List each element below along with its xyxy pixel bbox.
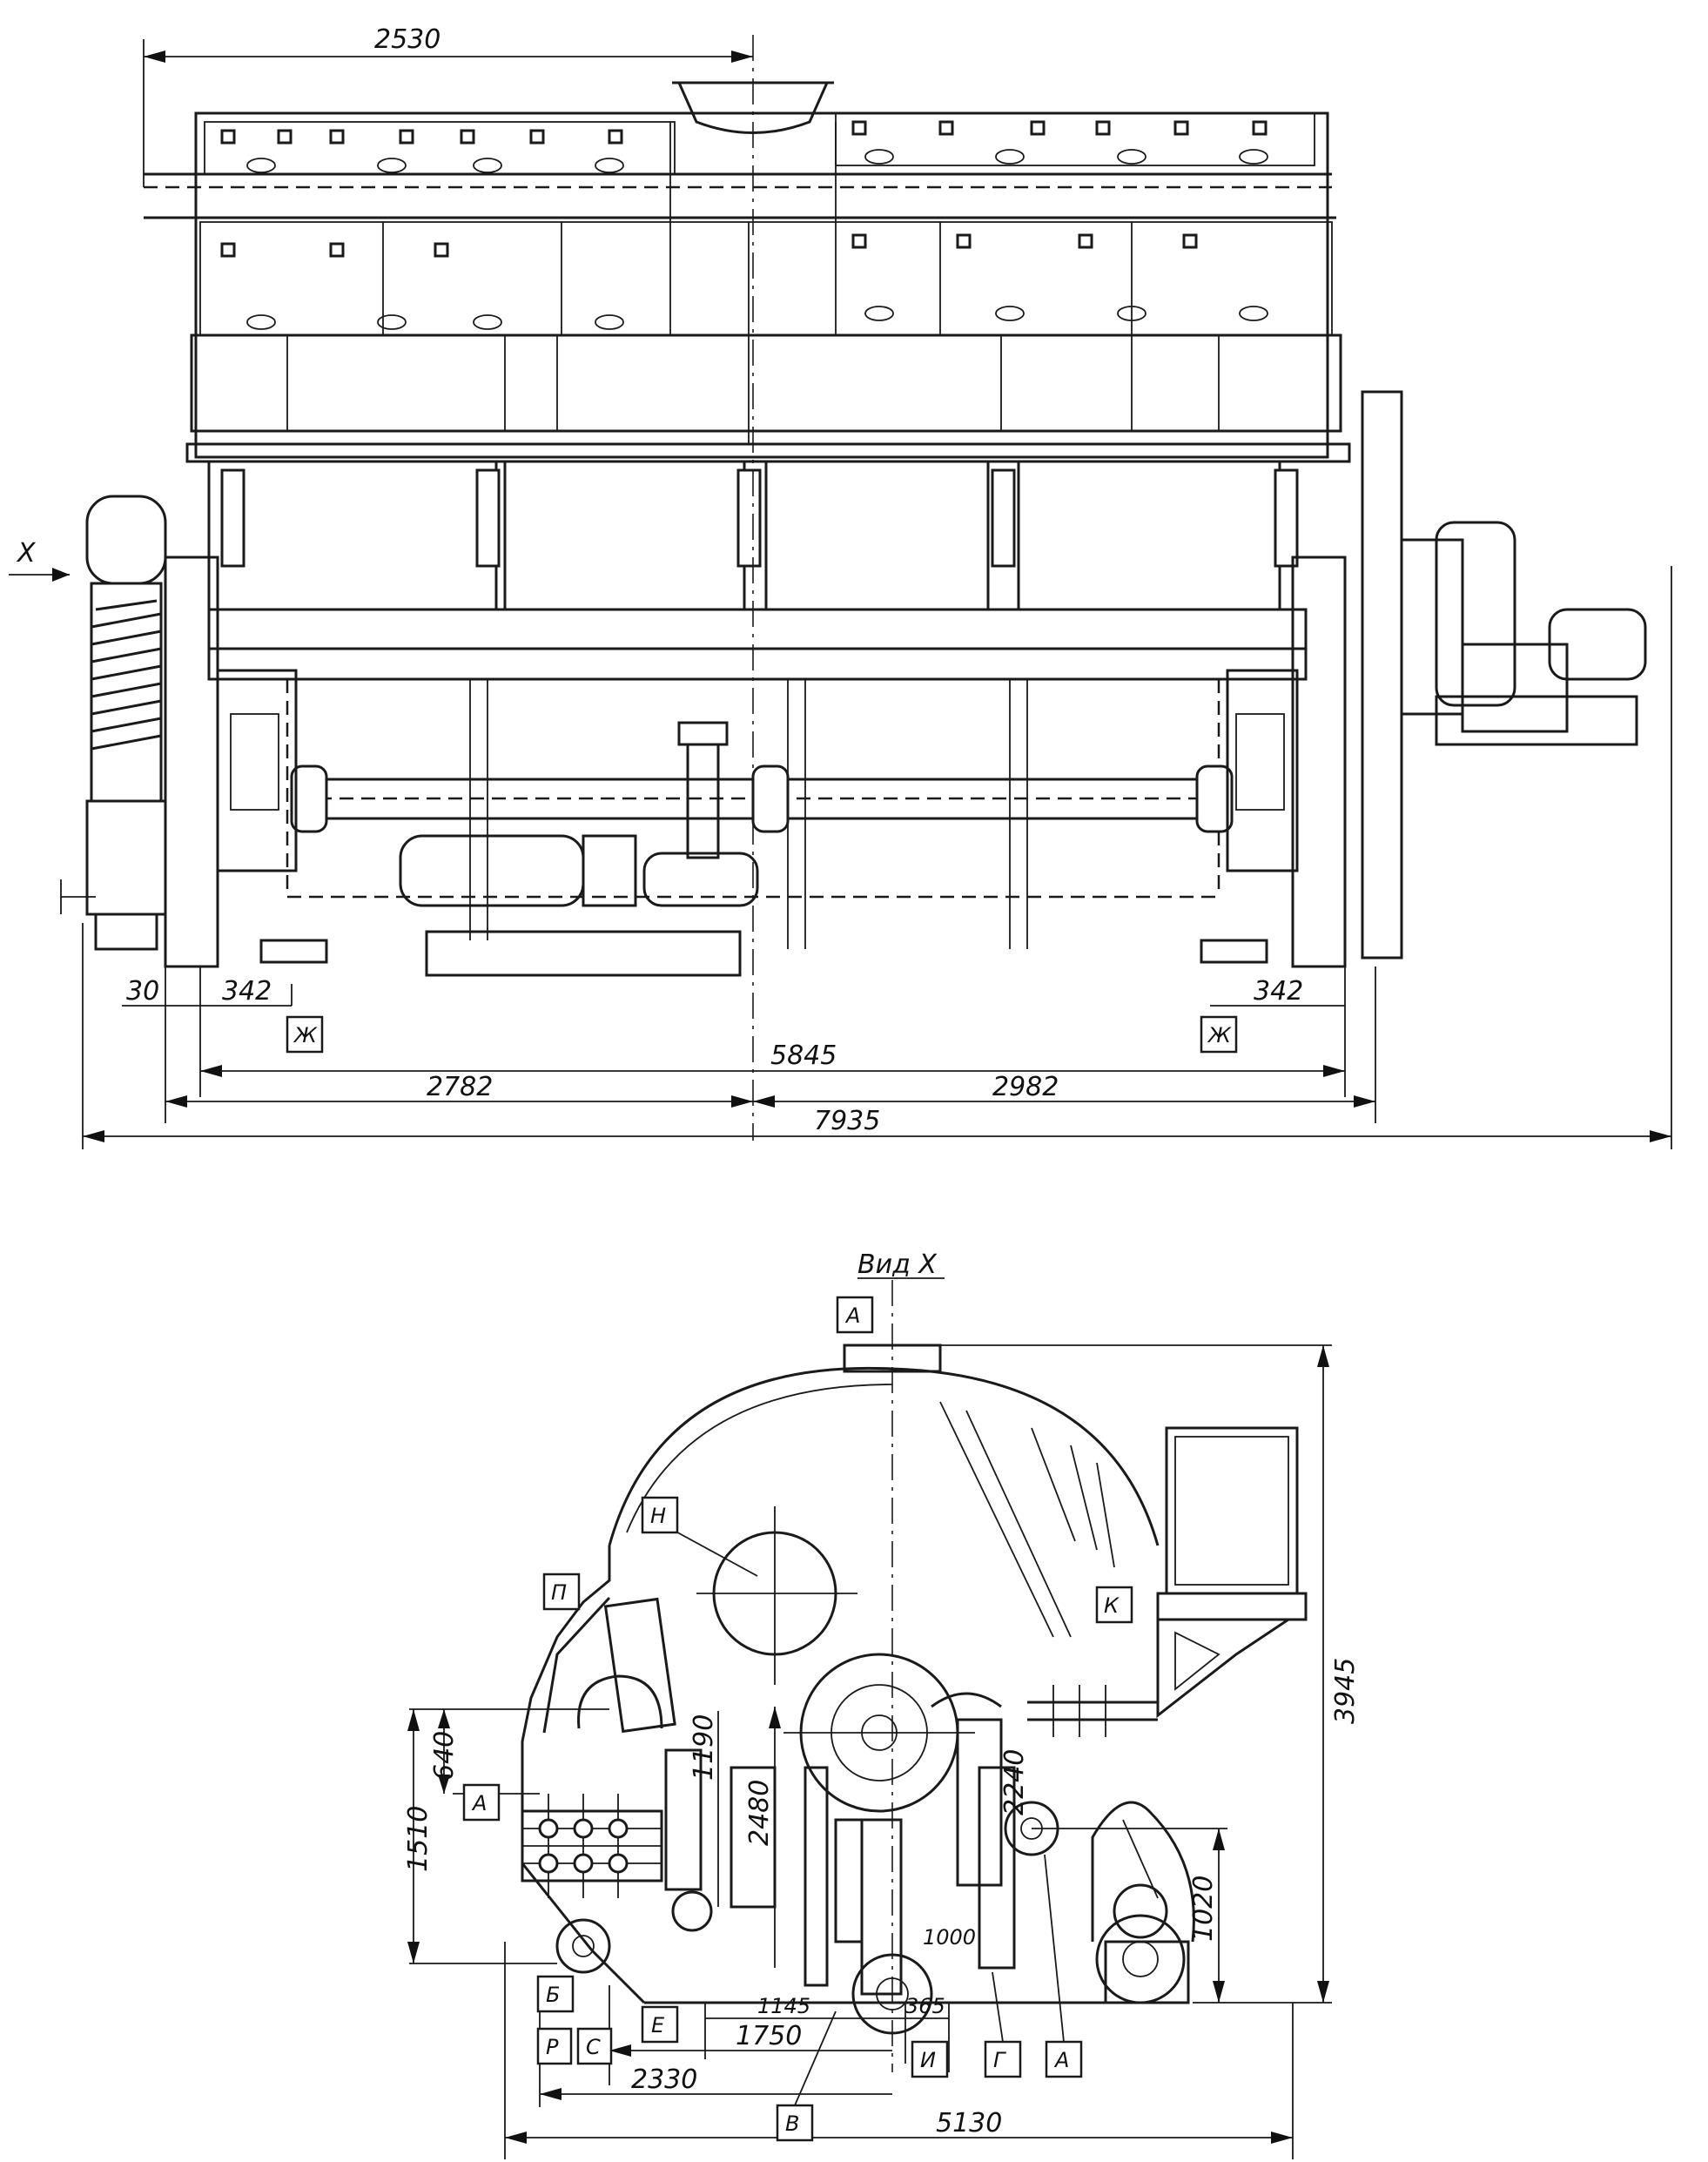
section-mark-left: Ж — [293, 1023, 318, 1047]
dim-1750: 1750 — [736, 2021, 802, 2051]
central-dims: 1190 2480 2240 1000 — [689, 1707, 1030, 1968]
label-v: В — [785, 2111, 799, 2136]
bottom-dimensions: 30 342 342 5845 2782 2982 79 — [82, 566, 1672, 1149]
label-i: И — [920, 2048, 936, 2072]
label-k: К — [1104, 1593, 1120, 1618]
view-title: Вид X — [857, 1249, 938, 1280]
label-p: П — [551, 1580, 567, 1605]
dim-7935: 7935 — [814, 1106, 880, 1136]
dim-342-left: 342 — [222, 976, 272, 1007]
side-view-x: Вид X А Н — [403, 1249, 1361, 2159]
dim-1510: 1510 — [403, 1806, 434, 1872]
label-b: Б — [546, 1983, 560, 2007]
label-a-right: А — [1053, 2048, 1069, 2072]
dim-640: 640 — [429, 1731, 460, 1781]
bottom-horizontal-dims: 1145 365 1750 2330 5130 — [504, 1942, 1294, 2159]
dim-1145: 1145 — [757, 1994, 810, 2018]
dim-2240: 2240 — [999, 1749, 1030, 1815]
dim-342-right: 342 — [1254, 976, 1303, 1007]
dimension-2530: 2530 — [143, 24, 753, 187]
front-elevation-view: X 2530 30 342 342 — [9, 24, 1672, 1149]
dim-1020: 1020 — [1188, 1876, 1219, 1942]
dim-2330: 2330 — [631, 2064, 697, 2095]
dim-1190: 1190 — [689, 1714, 719, 1781]
dim-2530: 2530 — [374, 24, 440, 55]
dim-3945: 3945 — [1330, 1658, 1361, 1724]
label-s: С — [586, 2035, 601, 2059]
label-r: Р — [546, 2035, 559, 2059]
dim-5845: 5845 — [770, 1041, 837, 1071]
dim-365: 365 — [905, 1994, 945, 2018]
view-arrow-label: X — [16, 538, 37, 569]
label-e: Е — [651, 2013, 665, 2037]
label-n: Н — [650, 1504, 666, 1528]
dim-5130: 5130 — [936, 2108, 1002, 2138]
dim-3945-group: 3945 — [940, 1344, 1361, 2004]
label-g: Г — [993, 2048, 1006, 2072]
dim-1020-group: 1020 — [1032, 1828, 1227, 2003]
dim-2782: 2782 — [427, 1072, 493, 1102]
label-a-top: А — [844, 1303, 860, 1328]
label-a-left: А — [471, 1791, 487, 1815]
dim-1000: 1000 — [923, 1925, 976, 1950]
section-mark-right: Ж — [1207, 1023, 1232, 1047]
dim-2480: 2480 — [744, 1780, 775, 1846]
dim-30: 30 — [126, 976, 159, 1007]
dim-2982: 2982 — [992, 1072, 1059, 1102]
